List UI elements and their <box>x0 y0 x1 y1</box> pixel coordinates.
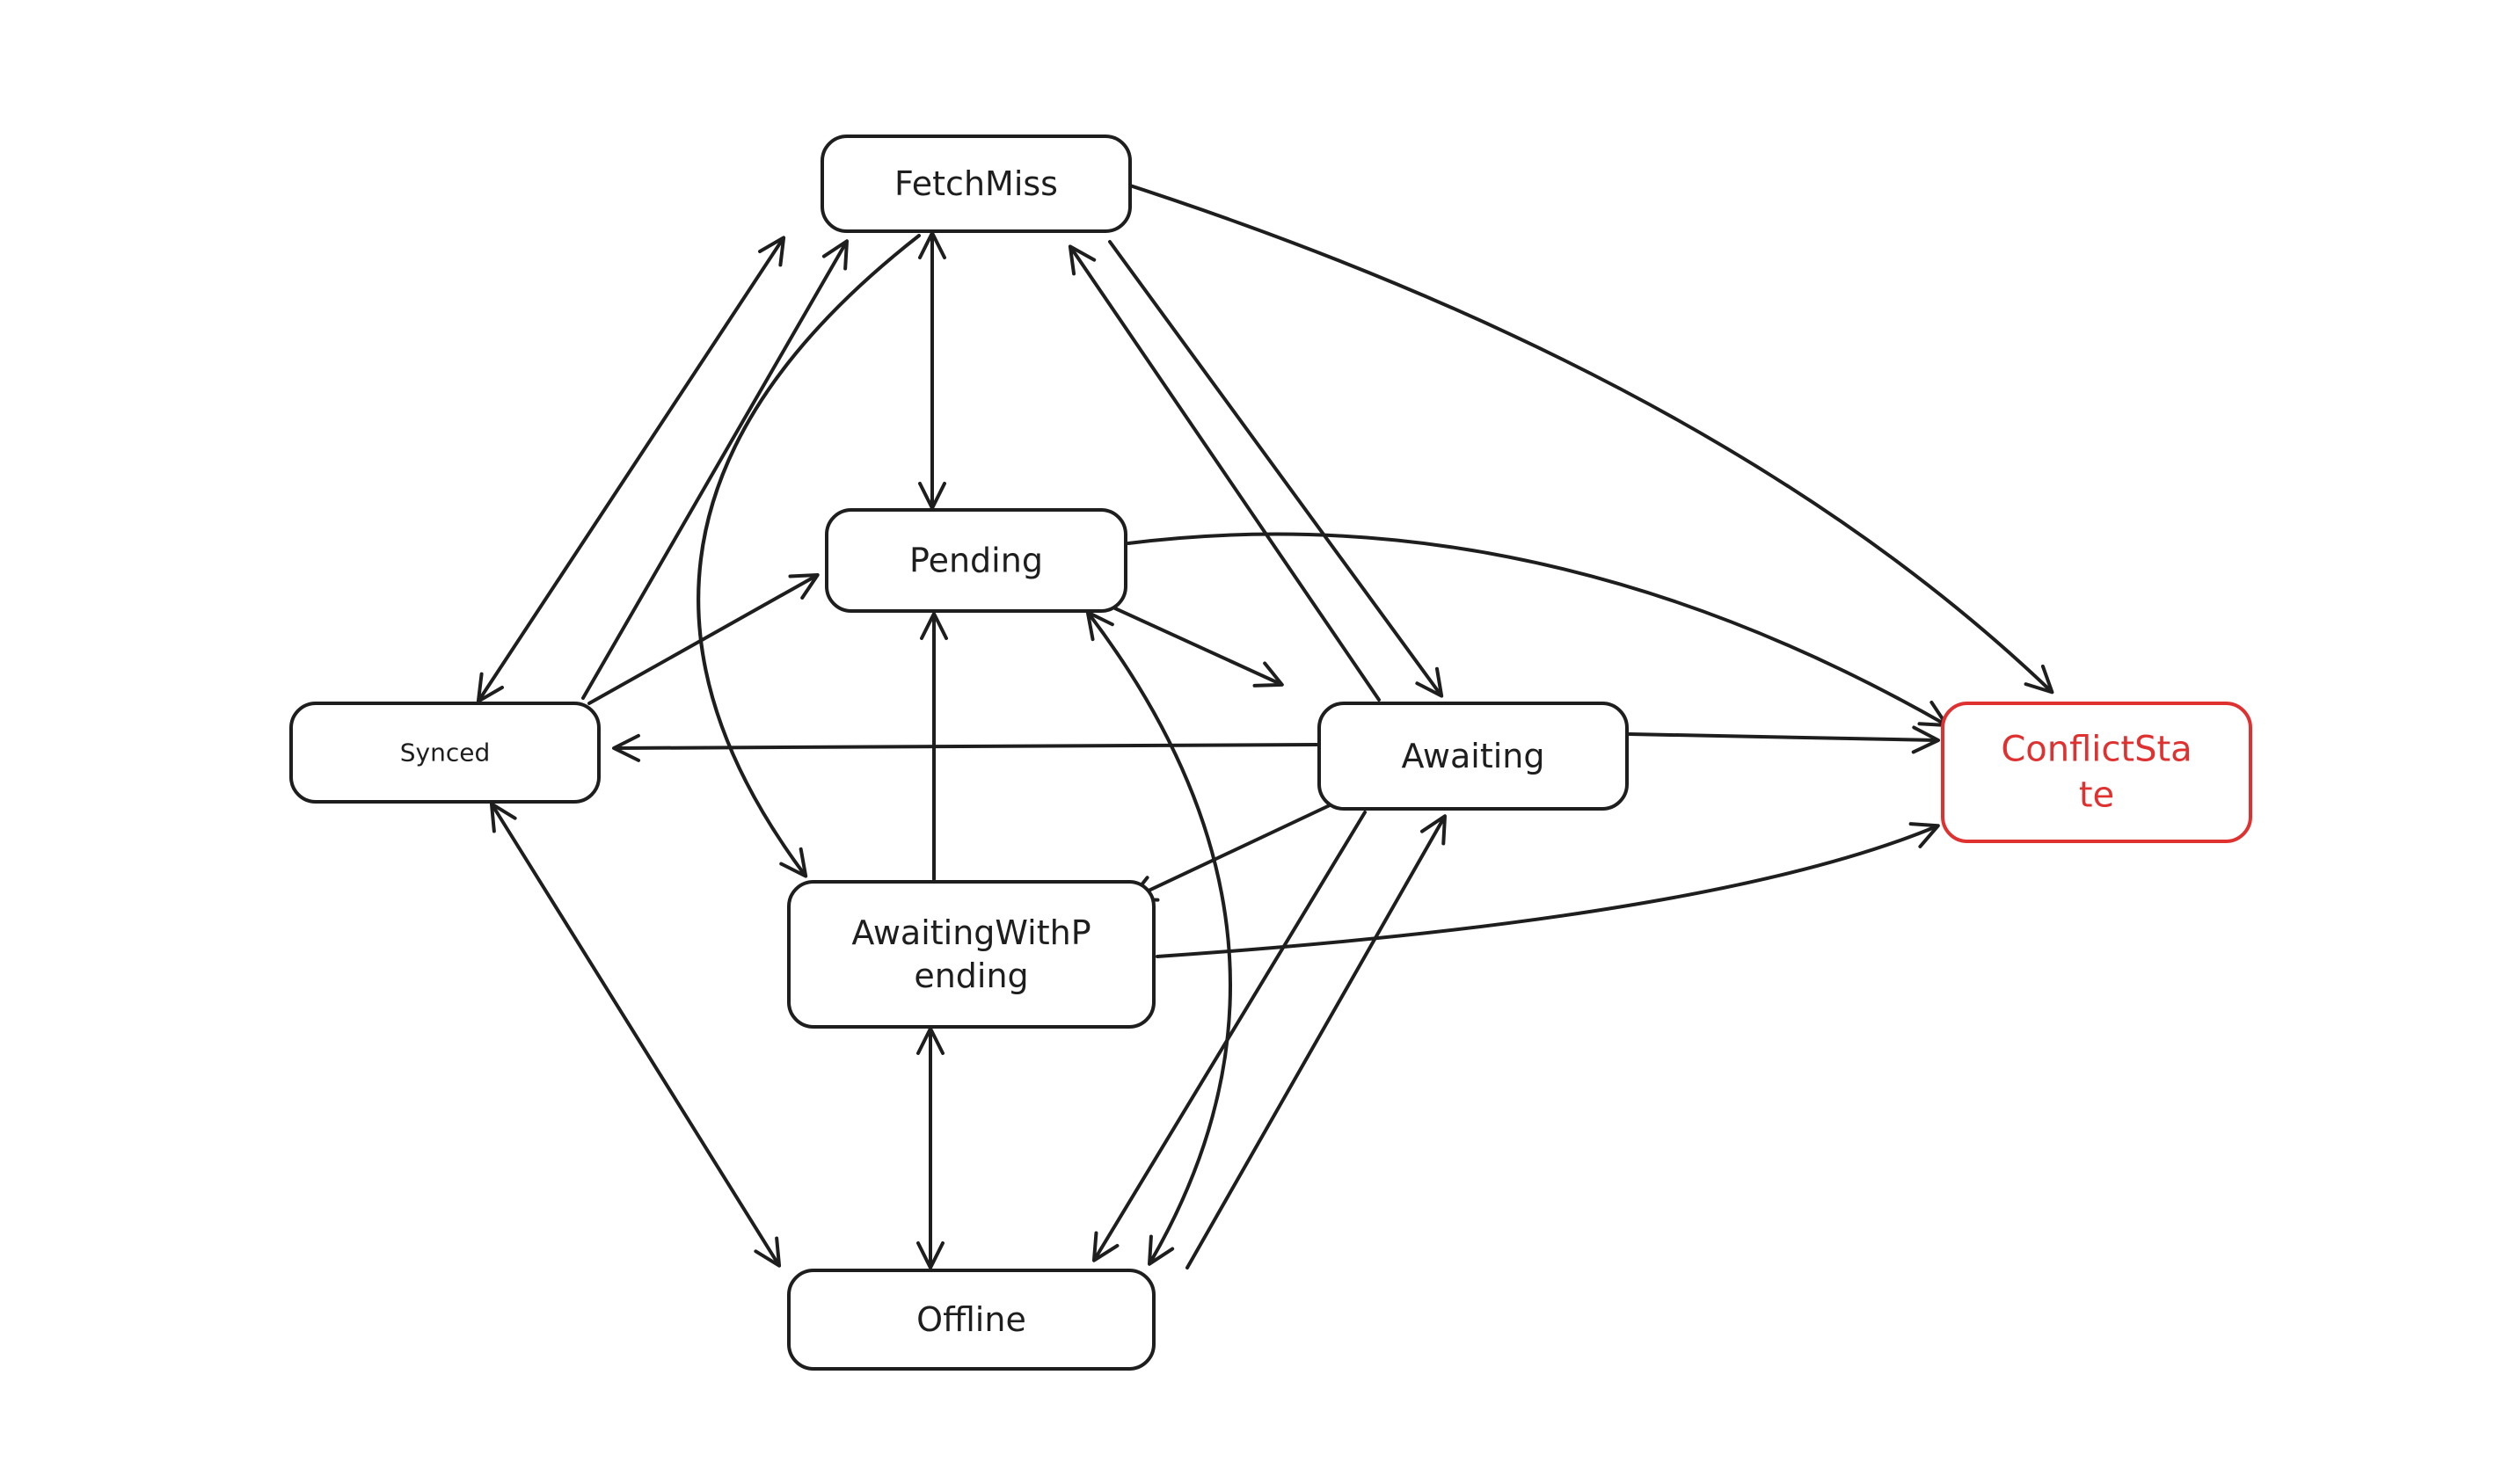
edge-awaiting-fetchmiss5[interactable] <box>1068 244 1381 702</box>
node-offline-label: Offline <box>916 1300 1026 1339</box>
node-synced-label: Synced <box>400 738 490 767</box>
node-awaiting[interactable]: Awaiting <box>1317 702 1629 811</box>
node-awaiting-box[interactable] <box>1317 702 1629 811</box>
node-pending-label: Pending <box>909 542 1043 580</box>
node-conflictstate-label: ConflictSta <box>2001 730 2192 770</box>
node-conflictstate[interactable]: ConflictSta te <box>1941 702 2252 843</box>
node-fetchmiss-label: FetchMiss <box>894 164 1058 203</box>
edge-fetchmiss-awaitingwithpending7[interactable] <box>697 234 921 878</box>
node-awaitingwithpending[interactable]: AwaitingWithP ending <box>787 880 1156 1029</box>
node-conflictstate-box[interactable] <box>1941 702 2252 843</box>
node-awaitingwithpending-label: ending <box>914 957 1028 995</box>
node-awaitingwithpending-label: AwaitingWithP <box>851 913 1091 952</box>
node-synced-box[interactable] <box>289 702 601 804</box>
node-awaitingwithpending-box[interactable] <box>787 880 1156 1029</box>
node-pending-box[interactable] <box>825 508 1127 613</box>
edge-synced-pending3[interactable] <box>587 573 820 705</box>
edge-pending-awaiting8[interactable] <box>1113 607 1284 687</box>
edge-synced-offline16[interactable] <box>489 802 782 1268</box>
edge-offline-awaiting17[interactable] <box>1185 814 1447 1269</box>
node-offline-box[interactable] <box>787 1269 1156 1371</box>
node-fetchmiss-box[interactable] <box>821 135 1132 233</box>
edge-awaiting-conflictstate11[interactable] <box>1628 725 1940 754</box>
node-synced[interactable]: Synced <box>289 702 601 804</box>
edge-awaiting-awaitingwithpending12[interactable] <box>1128 804 1331 902</box>
node-conflictstate-label: te <box>2079 775 2114 816</box>
node-pending[interactable]: Pending <box>825 508 1127 613</box>
edge-awaitingwithpending-conflictstate15[interactable] <box>1156 822 1940 958</box>
edge-fetchmiss-conflictstate6[interactable] <box>1084 170 2054 695</box>
edge-pending-conflictstate9[interactable] <box>1127 532 1949 727</box>
edge-fetchmiss-awaiting4[interactable] <box>1108 240 1444 698</box>
node-awaiting-label: Awaiting <box>1401 737 1544 775</box>
edge-pending-offline19[interactable] <box>1085 610 1232 1266</box>
node-offline[interactable]: Offline <box>787 1269 1156 1371</box>
edge-awaiting-synced10[interactable] <box>612 733 1318 762</box>
edge-synced-fetchmiss2[interactable] <box>581 239 849 700</box>
edge-synced-fetchmiss1[interactable] <box>476 236 786 703</box>
node-fetchmiss[interactable]: FetchMiss <box>821 135 1132 233</box>
